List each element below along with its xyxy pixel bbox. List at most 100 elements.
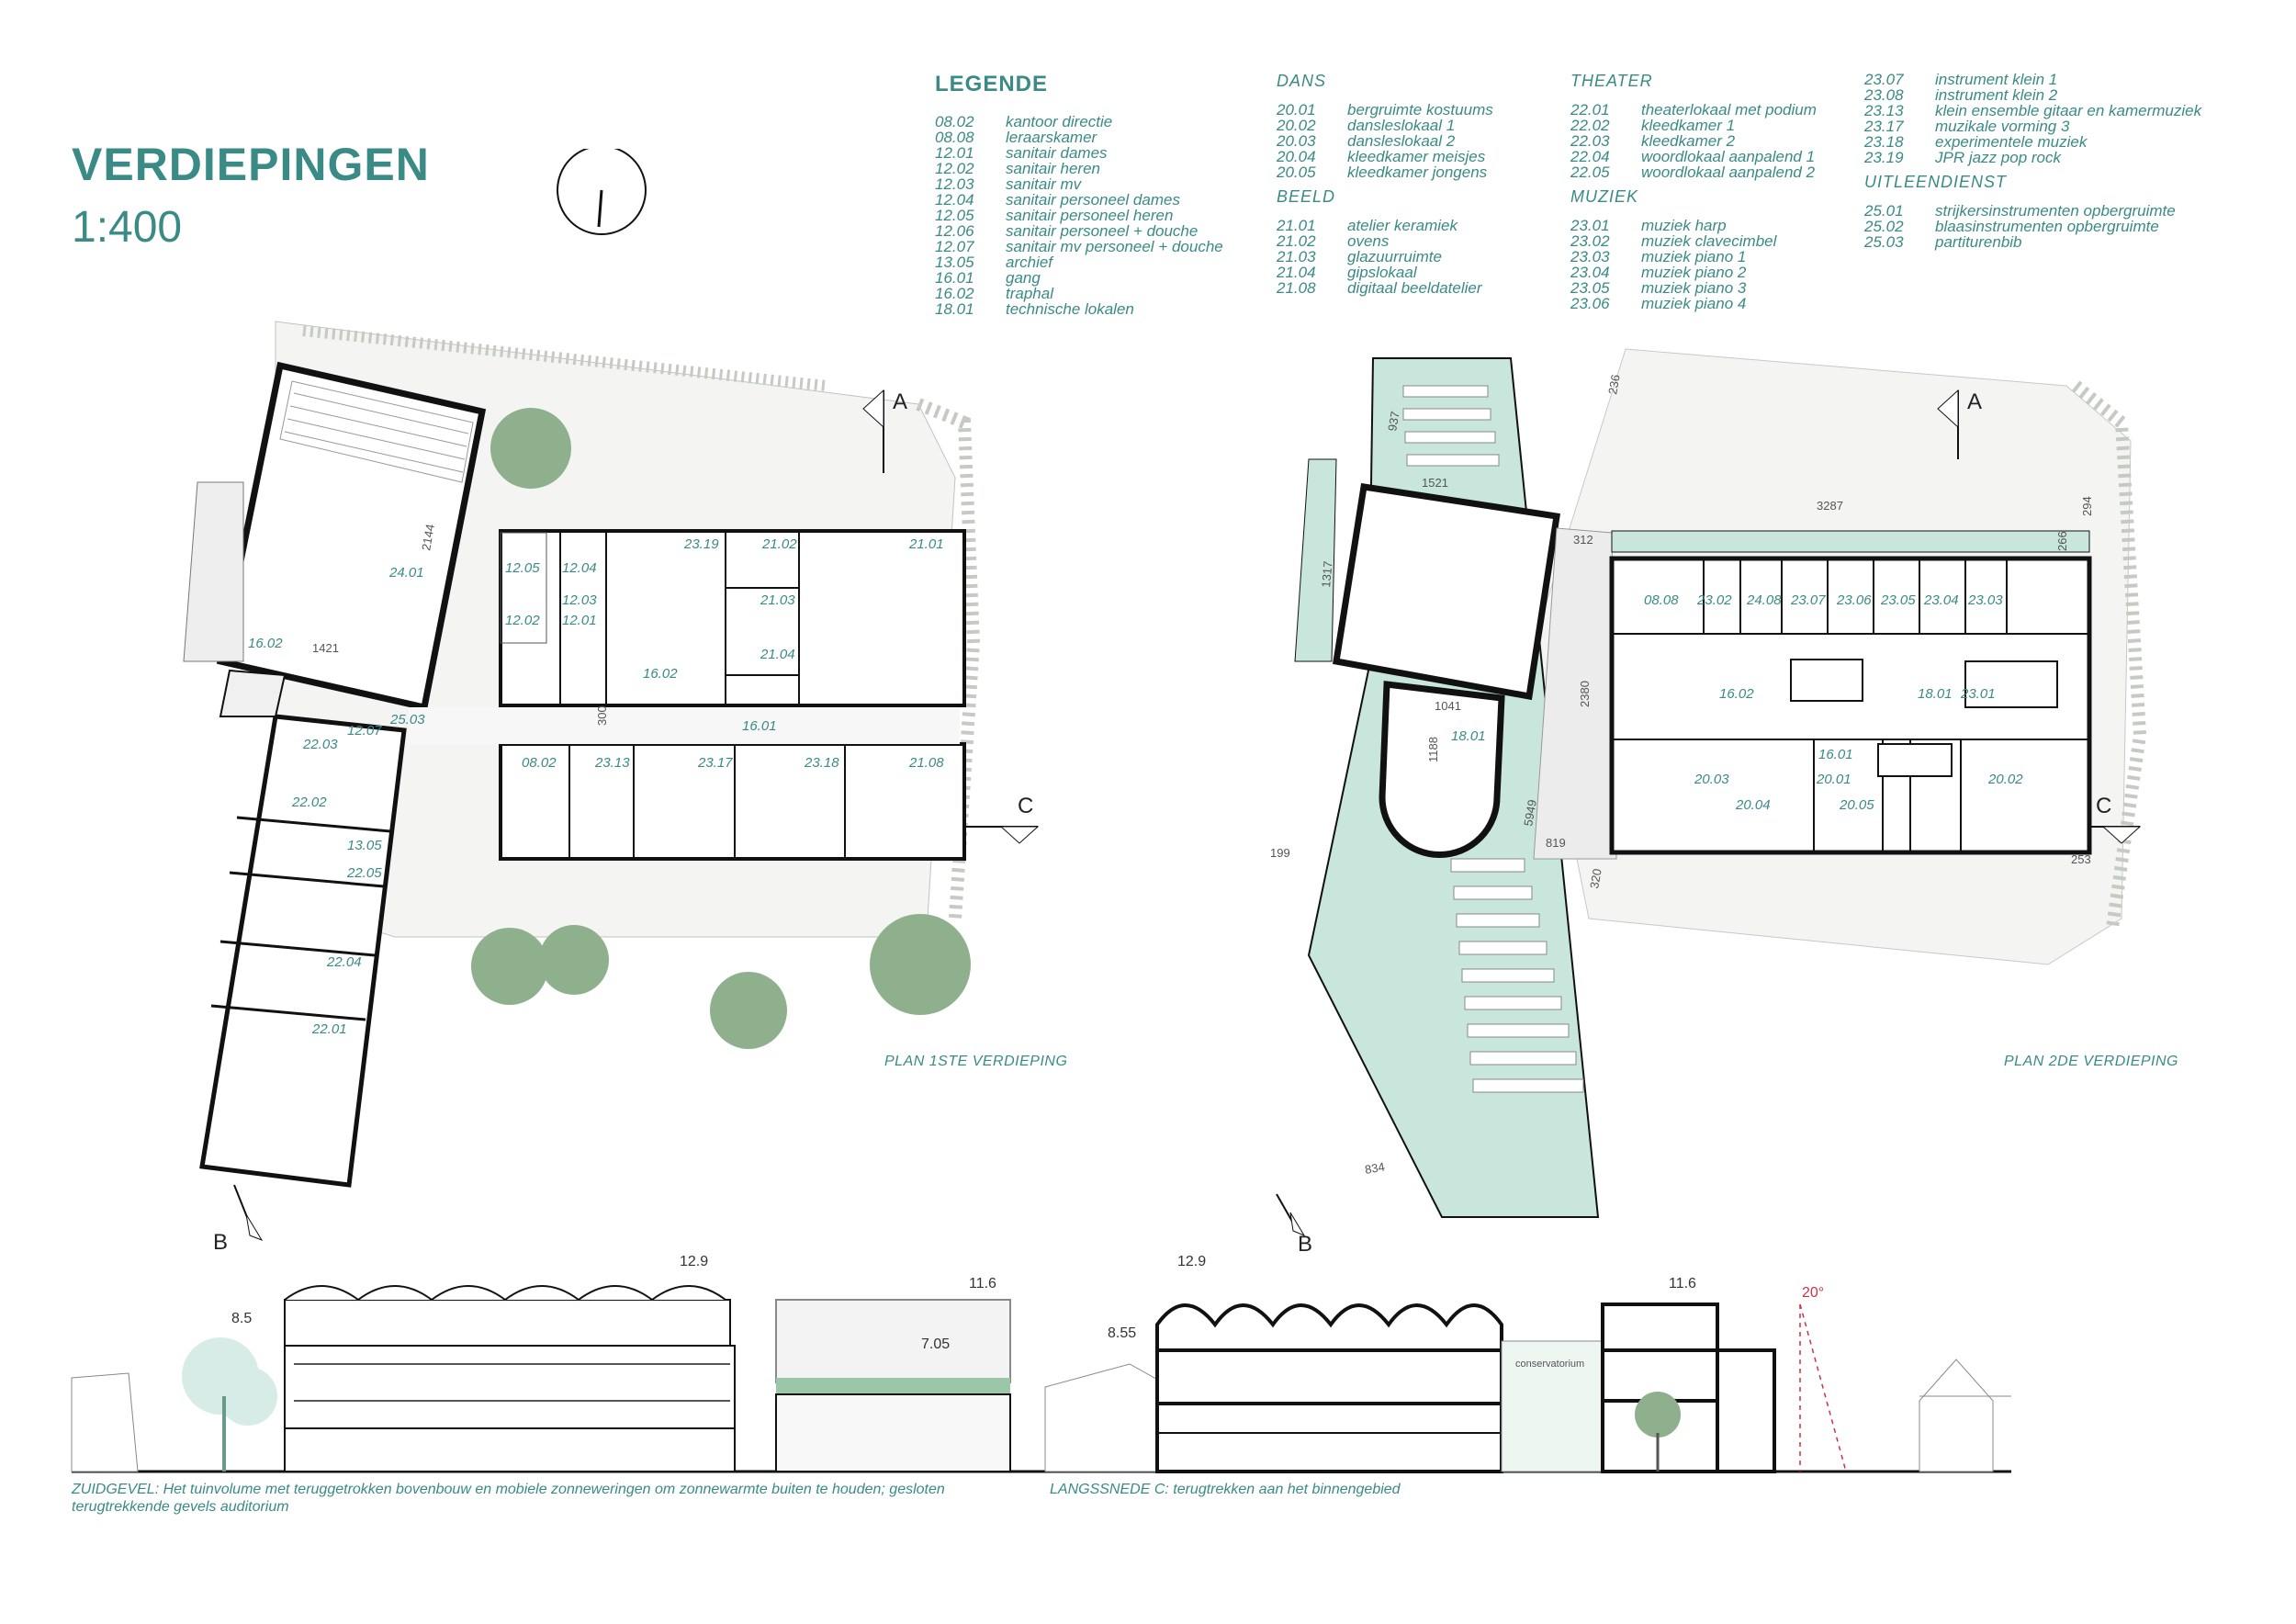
tree-elevation: [182, 1337, 277, 1472]
legend-label: muziek piano 1: [1641, 248, 1747, 265]
section-level-11-6: 11.6: [1669, 1276, 1696, 1291]
dim-2144: 2144: [419, 523, 437, 551]
legend-dans-title: DANS: [1277, 72, 1327, 90]
legend-label: atelier keramiek: [1347, 217, 1458, 234]
room-23-18: 23.18: [804, 755, 839, 771]
plan2-section-markers: A B C: [1276, 389, 2142, 1257]
legend-code: 22.05: [1570, 164, 1610, 181]
room-21-08: 21.08: [908, 755, 944, 771]
room-12-01: 12.01: [562, 613, 597, 628]
legend-code: 23.17: [1864, 118, 1904, 135]
room-21-02: 21.02: [761, 536, 797, 552]
theater-wing: [199, 669, 407, 1188]
legend-code: 23.03: [1570, 248, 1610, 265]
legend-code: 12.04: [935, 191, 974, 209]
dim-300: 300: [595, 705, 609, 726]
section-levels: 12.9 8.55 11.6 20°: [1108, 1254, 1824, 1341]
room-23-17: 23.17: [697, 755, 733, 771]
legend-code: 21.02: [1277, 232, 1316, 250]
legend-label: woordlokaal aanpalend 1: [1641, 148, 1816, 165]
legend-code: 16.01: [935, 269, 974, 287]
room-20-05: 20.05: [1839, 797, 1874, 813]
legend-item: 16.01 gang: [935, 270, 1223, 286]
plan-2nd-floor: 08.08 23.02 24.08 23.07 23.06 23.05 23.0…: [1270, 348, 2147, 1257]
legend-code: 22.01: [1570, 101, 1610, 118]
level-12-9: 12.9: [680, 1254, 708, 1269]
legend-code: 22.02: [1570, 117, 1610, 134]
glass-bridge: [1533, 527, 1617, 860]
dim-1421: 1421: [312, 641, 339, 655]
dim-3287: 3287: [1817, 499, 1843, 513]
room-12-02: 12.02: [505, 613, 540, 628]
legend-code: 08.02: [935, 113, 974, 130]
legend-label: glazuurruimte: [1347, 248, 1442, 265]
room-23-13: 23.13: [594, 755, 630, 771]
legend-label: sanitair mv: [1006, 175, 1082, 193]
legend-code: 16.02: [935, 285, 974, 302]
section-level-12-9: 12.9: [1177, 1254, 1206, 1269]
room-08-08: 08.08: [1644, 592, 1679, 608]
legend-label: sanitair personeel heren: [1006, 207, 1174, 224]
corridor-1601: [409, 707, 960, 744]
legend-label: woordlokaal aanpalend 2: [1641, 164, 1816, 181]
legend-label: kantoor directie: [1006, 113, 1113, 130]
legend-item: 16.02 traphal: [935, 286, 1223, 301]
legend-code: 20.05: [1277, 164, 1316, 181]
room-16-02-a: 16.02: [248, 636, 283, 651]
dim-937: 937: [1385, 411, 1402, 433]
legend-label: sanitair personeel + douche: [1006, 222, 1199, 240]
room-16-01: 16.01: [1818, 747, 1853, 762]
legend-code: 22.04: [1570, 148, 1610, 165]
legend-label: technische lokalen: [1006, 300, 1134, 318]
legend-label: sanitair heren: [1006, 160, 1101, 177]
legend-item: 08.02 kantoor directie: [935, 114, 1223, 130]
south-elevation: 12.9 8.5 11.6 7.05: [71, 1254, 1042, 1473]
dim-5949: 5949: [1521, 798, 1539, 827]
legend-beeld-title: BEELD: [1277, 187, 1336, 206]
elevation-levels: 12.9 8.5 11.6 7.05: [231, 1254, 996, 1352]
room-12-04: 12.04: [562, 560, 597, 576]
scale-label: 1:400: [72, 203, 183, 252]
legend-code: 20.02: [1277, 117, 1316, 134]
legend-code: 23.13: [1864, 102, 1904, 119]
room-13-05: 13.05: [347, 838, 382, 853]
dim-312: 312: [1573, 533, 1593, 547]
marker-b: B: [1298, 1232, 1312, 1257]
main-wing: [499, 529, 966, 861]
legend-label: strijkersinstrumenten opbergruimte: [1935, 202, 2176, 220]
level-8-5: 8.5: [231, 1311, 252, 1326]
room-23-19: 23.19: [683, 536, 719, 552]
legend-label: blaasinstrumenten opbergruimte: [1935, 218, 2159, 235]
room-18-01-b: 18.01: [1451, 728, 1486, 744]
legend-label: instrument klein 2: [1935, 86, 2058, 104]
page-title: VERDIEPINGEN: [72, 139, 430, 190]
legend-label: traphal: [1006, 285, 1053, 302]
legend-code: 12.01: [935, 144, 974, 162]
legend-label: kleedkamer 2: [1641, 132, 1736, 150]
legend-code: 23.06: [1570, 295, 1610, 312]
room-23-03: 23.03: [1967, 592, 2003, 608]
legend-code: 25.03: [1864, 233, 1904, 251]
legend-code: 08.08: [935, 129, 974, 146]
legend-label: gang: [1006, 269, 1041, 287]
legend-code: 20.04: [1277, 148, 1316, 165]
legend-label: digitaal beeldatelier: [1347, 279, 1482, 297]
